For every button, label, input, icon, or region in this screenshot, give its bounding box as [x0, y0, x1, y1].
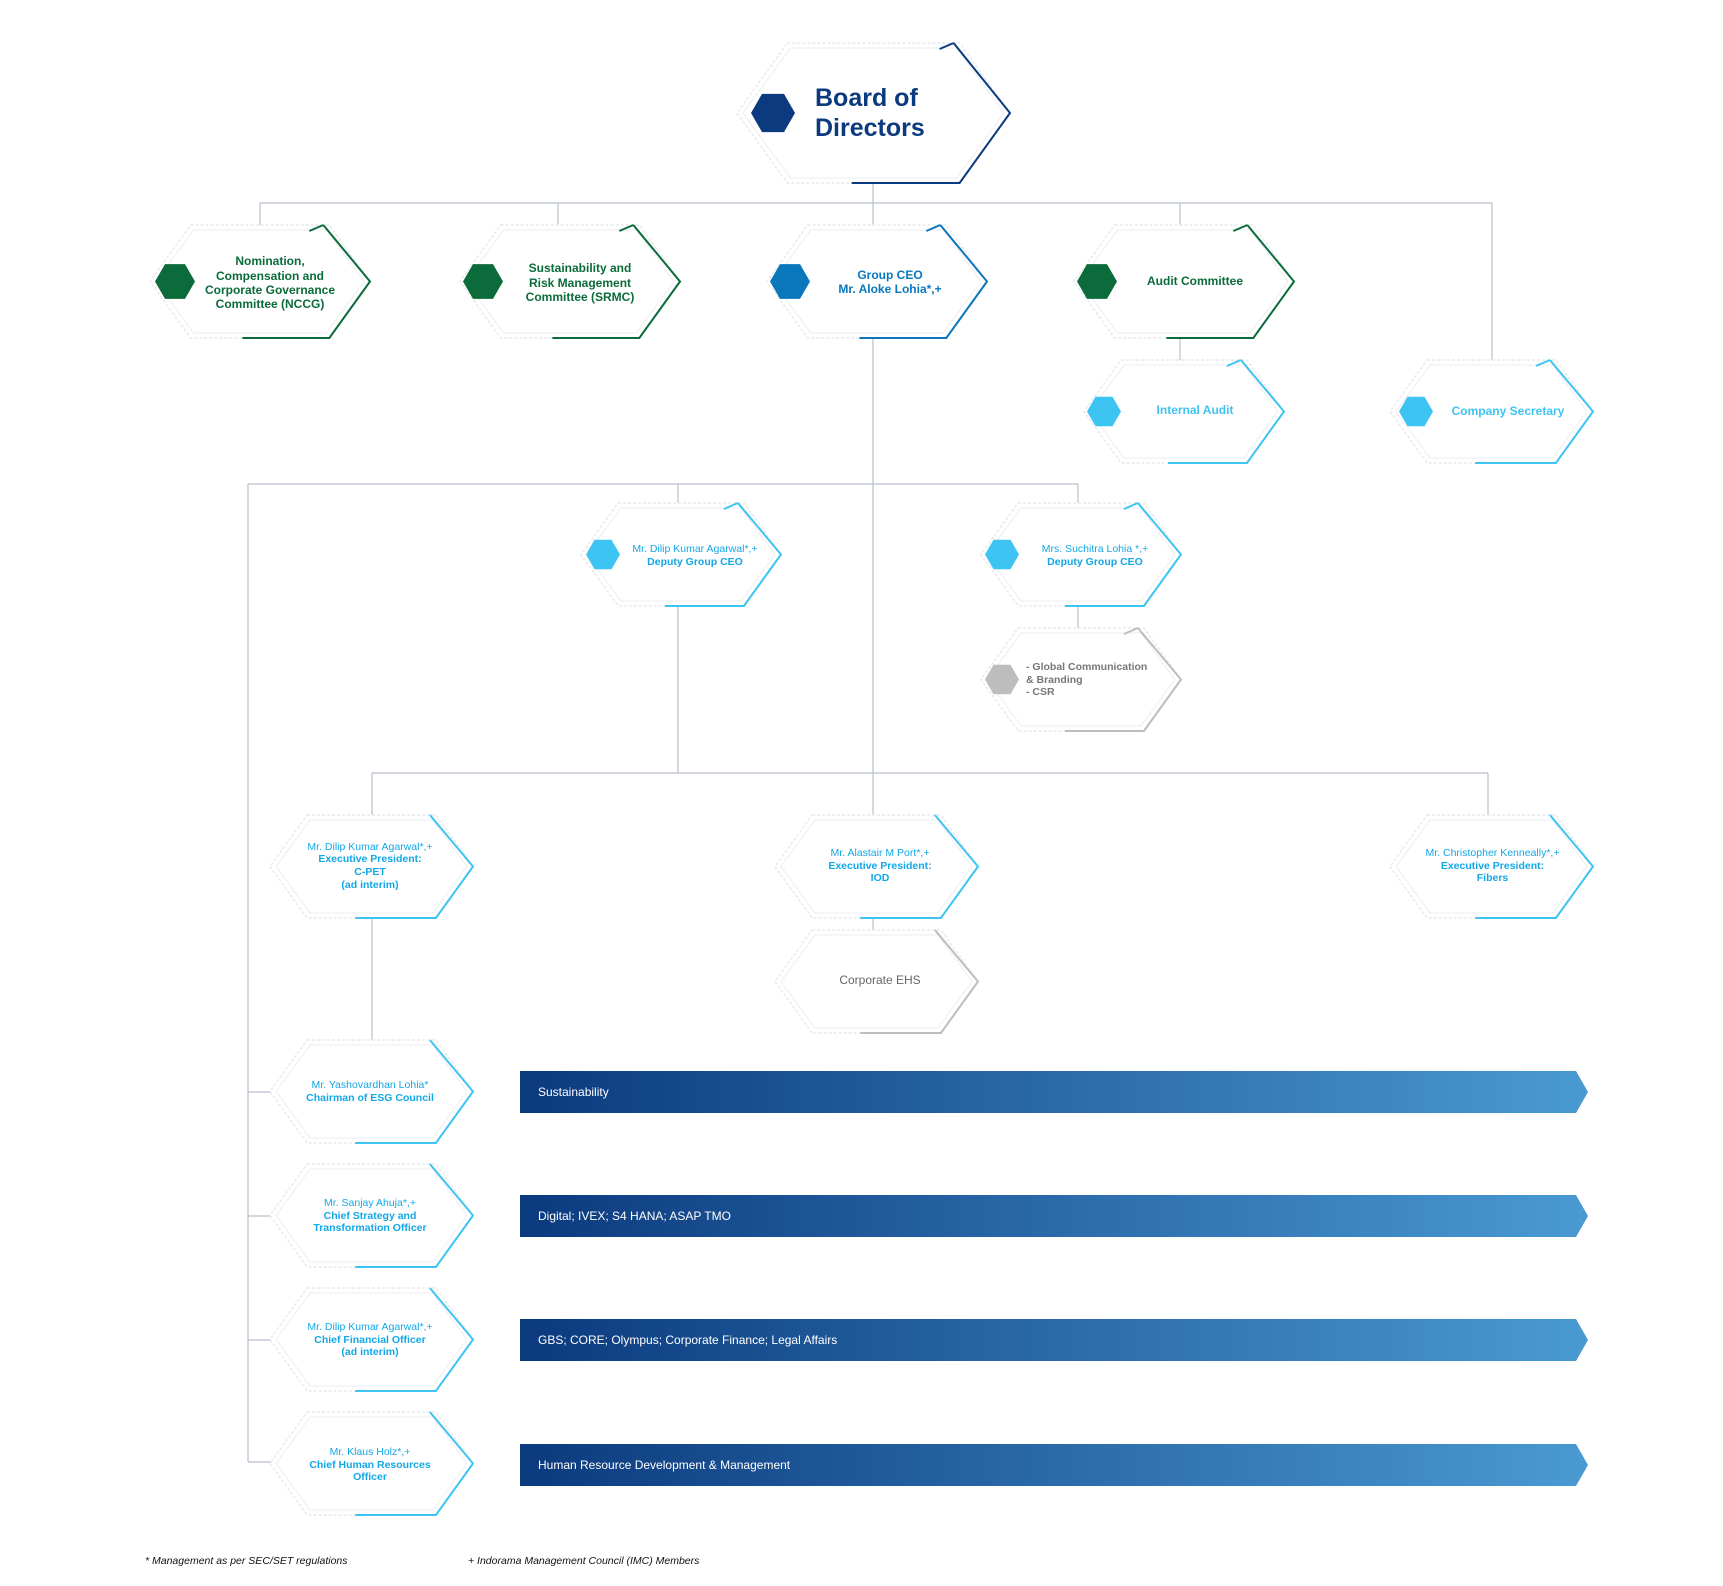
exec-iod-node [774, 814, 980, 919]
audit-committee-hexagon-icon [1077, 264, 1117, 299]
function-bands [520, 1071, 1588, 1486]
footnote-imc: + Indorama Management Council (IMC) Memb… [468, 1555, 700, 1567]
officer-strategy-node [269, 1163, 475, 1268]
srmc-committee-node [459, 224, 682, 339]
officer-esg-node [269, 1039, 475, 1144]
deputy-agarwal-hexagon-icon [586, 539, 620, 570]
corporate-ehs-label: Corporate EHS [839, 972, 921, 987]
nccg-committee-hexagon-icon [155, 264, 195, 299]
exec-president-iod-label: Mr. Alastair M Port*,+ Executive Preside… [828, 847, 932, 885]
exec-cpet-node [269, 814, 475, 919]
exec-president-cpet-label: Mr. Dilip Kumar Agarwal*,+ Executive Pre… [307, 840, 433, 891]
band-hr-label: Human Resource Development & Management [538, 1458, 791, 1472]
band-digital-label: Digital; IVEX; S4 HANA; ASAP TMO [538, 1209, 731, 1223]
board-of-directors-hexagon-icon [751, 93, 795, 133]
footnote-management: * Management as per SEC/SET regulations [145, 1555, 348, 1567]
internal-audit-label: Internal Audit [1156, 402, 1234, 417]
nccg-committee-node [149, 224, 372, 339]
board-of-directors-label: Board of Directors [815, 75, 975, 150]
srmc-committee-label: Sustainability and Risk Management Commi… [525, 261, 635, 305]
srmc-committee-hexagon-icon [463, 264, 503, 299]
audit-committee-label: Audit Committee [1147, 273, 1243, 288]
connector-lines [247, 183, 1493, 1463]
band-arrow-1 [520, 1195, 1588, 1237]
group-ceo-hexagon-icon [770, 264, 810, 299]
company-secretary-node [1389, 359, 1595, 464]
group-ceo-node [766, 224, 989, 339]
corporate-ehs-node [774, 929, 980, 1034]
officer-esg-chairman-label: Mr. Yashovardhan Lohia* Chairman of ESG … [306, 1079, 434, 1104]
deputy-agarwal-node [580, 502, 783, 607]
band-gbs-label: GBS; CORE; Olympus; Corporate Finance; L… [538, 1333, 838, 1347]
global-communication-label: - Global Communication & Branding - CSR [1026, 661, 1148, 699]
group-ceo-label: Group CEO Mr. Aloke Lohia*,+ [838, 267, 942, 296]
officer-chro-label: Mr. Klaus Holz*,+ Chief Human Resources … [309, 1446, 431, 1484]
board-of-directors-node [736, 42, 1012, 184]
node-shapes [149, 42, 1595, 1516]
company-secretary-label: Company Secretary [1451, 403, 1565, 418]
board-line-1: Board of [815, 83, 918, 112]
internal-audit-node [1083, 359, 1286, 464]
deputy-suchitra-hexagon-icon [985, 539, 1019, 570]
band-arrow-3 [520, 1444, 1588, 1486]
officer-cfo-label: Mr. Dilip Kumar Agarwal*,+ Chief Financi… [307, 1321, 433, 1359]
company-secretary-hexagon-icon [1399, 396, 1433, 427]
deputy-suchitra-node [980, 502, 1183, 607]
deputy-ceo-agarwal-label: Mr. Dilip Kumar Agarwal*,+ Deputy Group … [632, 543, 758, 568]
officer-strategy-label: Mr. Sanjay Ahuja*,+ Chief Strategy and T… [313, 1197, 427, 1235]
global-communication-hexagon-icon [985, 664, 1019, 695]
audit-committee-node [1073, 224, 1296, 339]
officer-chro-node [269, 1411, 475, 1516]
board-line-2: Directors [815, 113, 925, 142]
global-communication-node [980, 627, 1183, 732]
band-arrow-0 [520, 1071, 1588, 1113]
deputy-ceo-suchitra-label: Mrs. Suchitra Lohia *,+ Deputy Group CEO [1041, 543, 1149, 568]
officer-cfo-node [269, 1287, 475, 1392]
exec-fibers-node [1389, 814, 1595, 919]
internal-audit-hexagon-icon [1087, 396, 1121, 427]
band-arrow-2 [520, 1319, 1588, 1361]
nccg-committee-label: Nomination, Compensation and Corporate G… [204, 254, 336, 312]
exec-president-fibers-label: Mr. Christopher Kenneally*,+ Executive P… [1425, 847, 1560, 885]
band-sustainability-label: Sustainability [538, 1085, 609, 1099]
